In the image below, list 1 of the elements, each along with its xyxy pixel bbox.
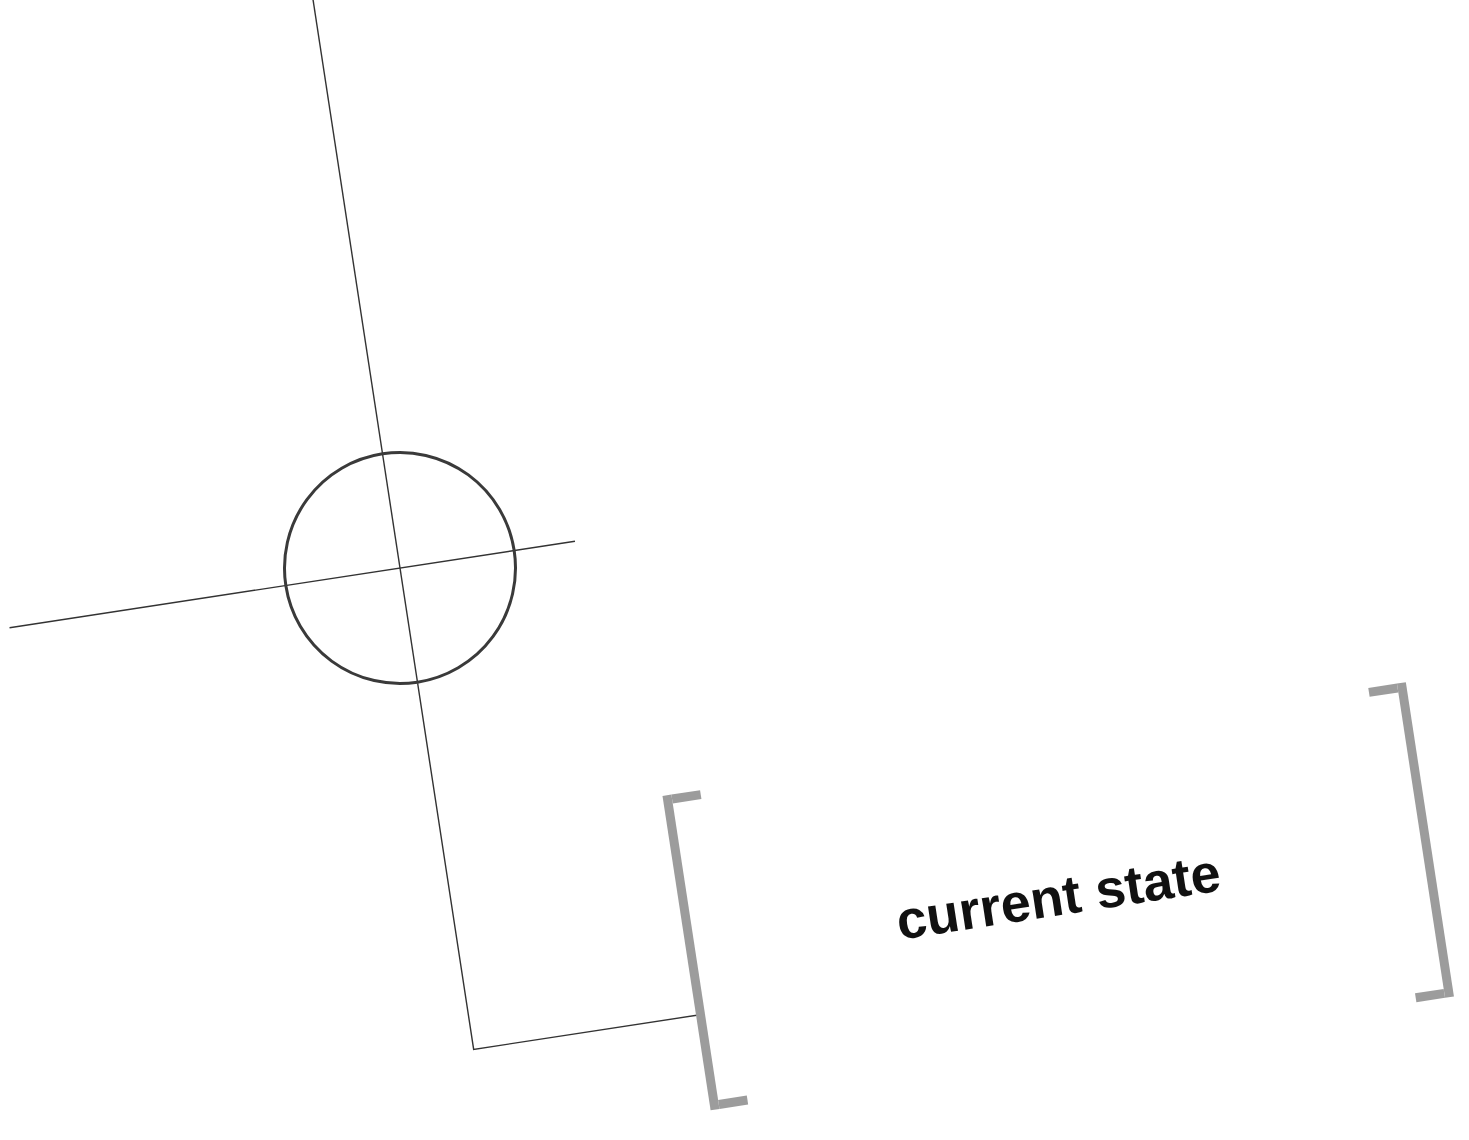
state-label: current state xyxy=(891,840,1225,952)
